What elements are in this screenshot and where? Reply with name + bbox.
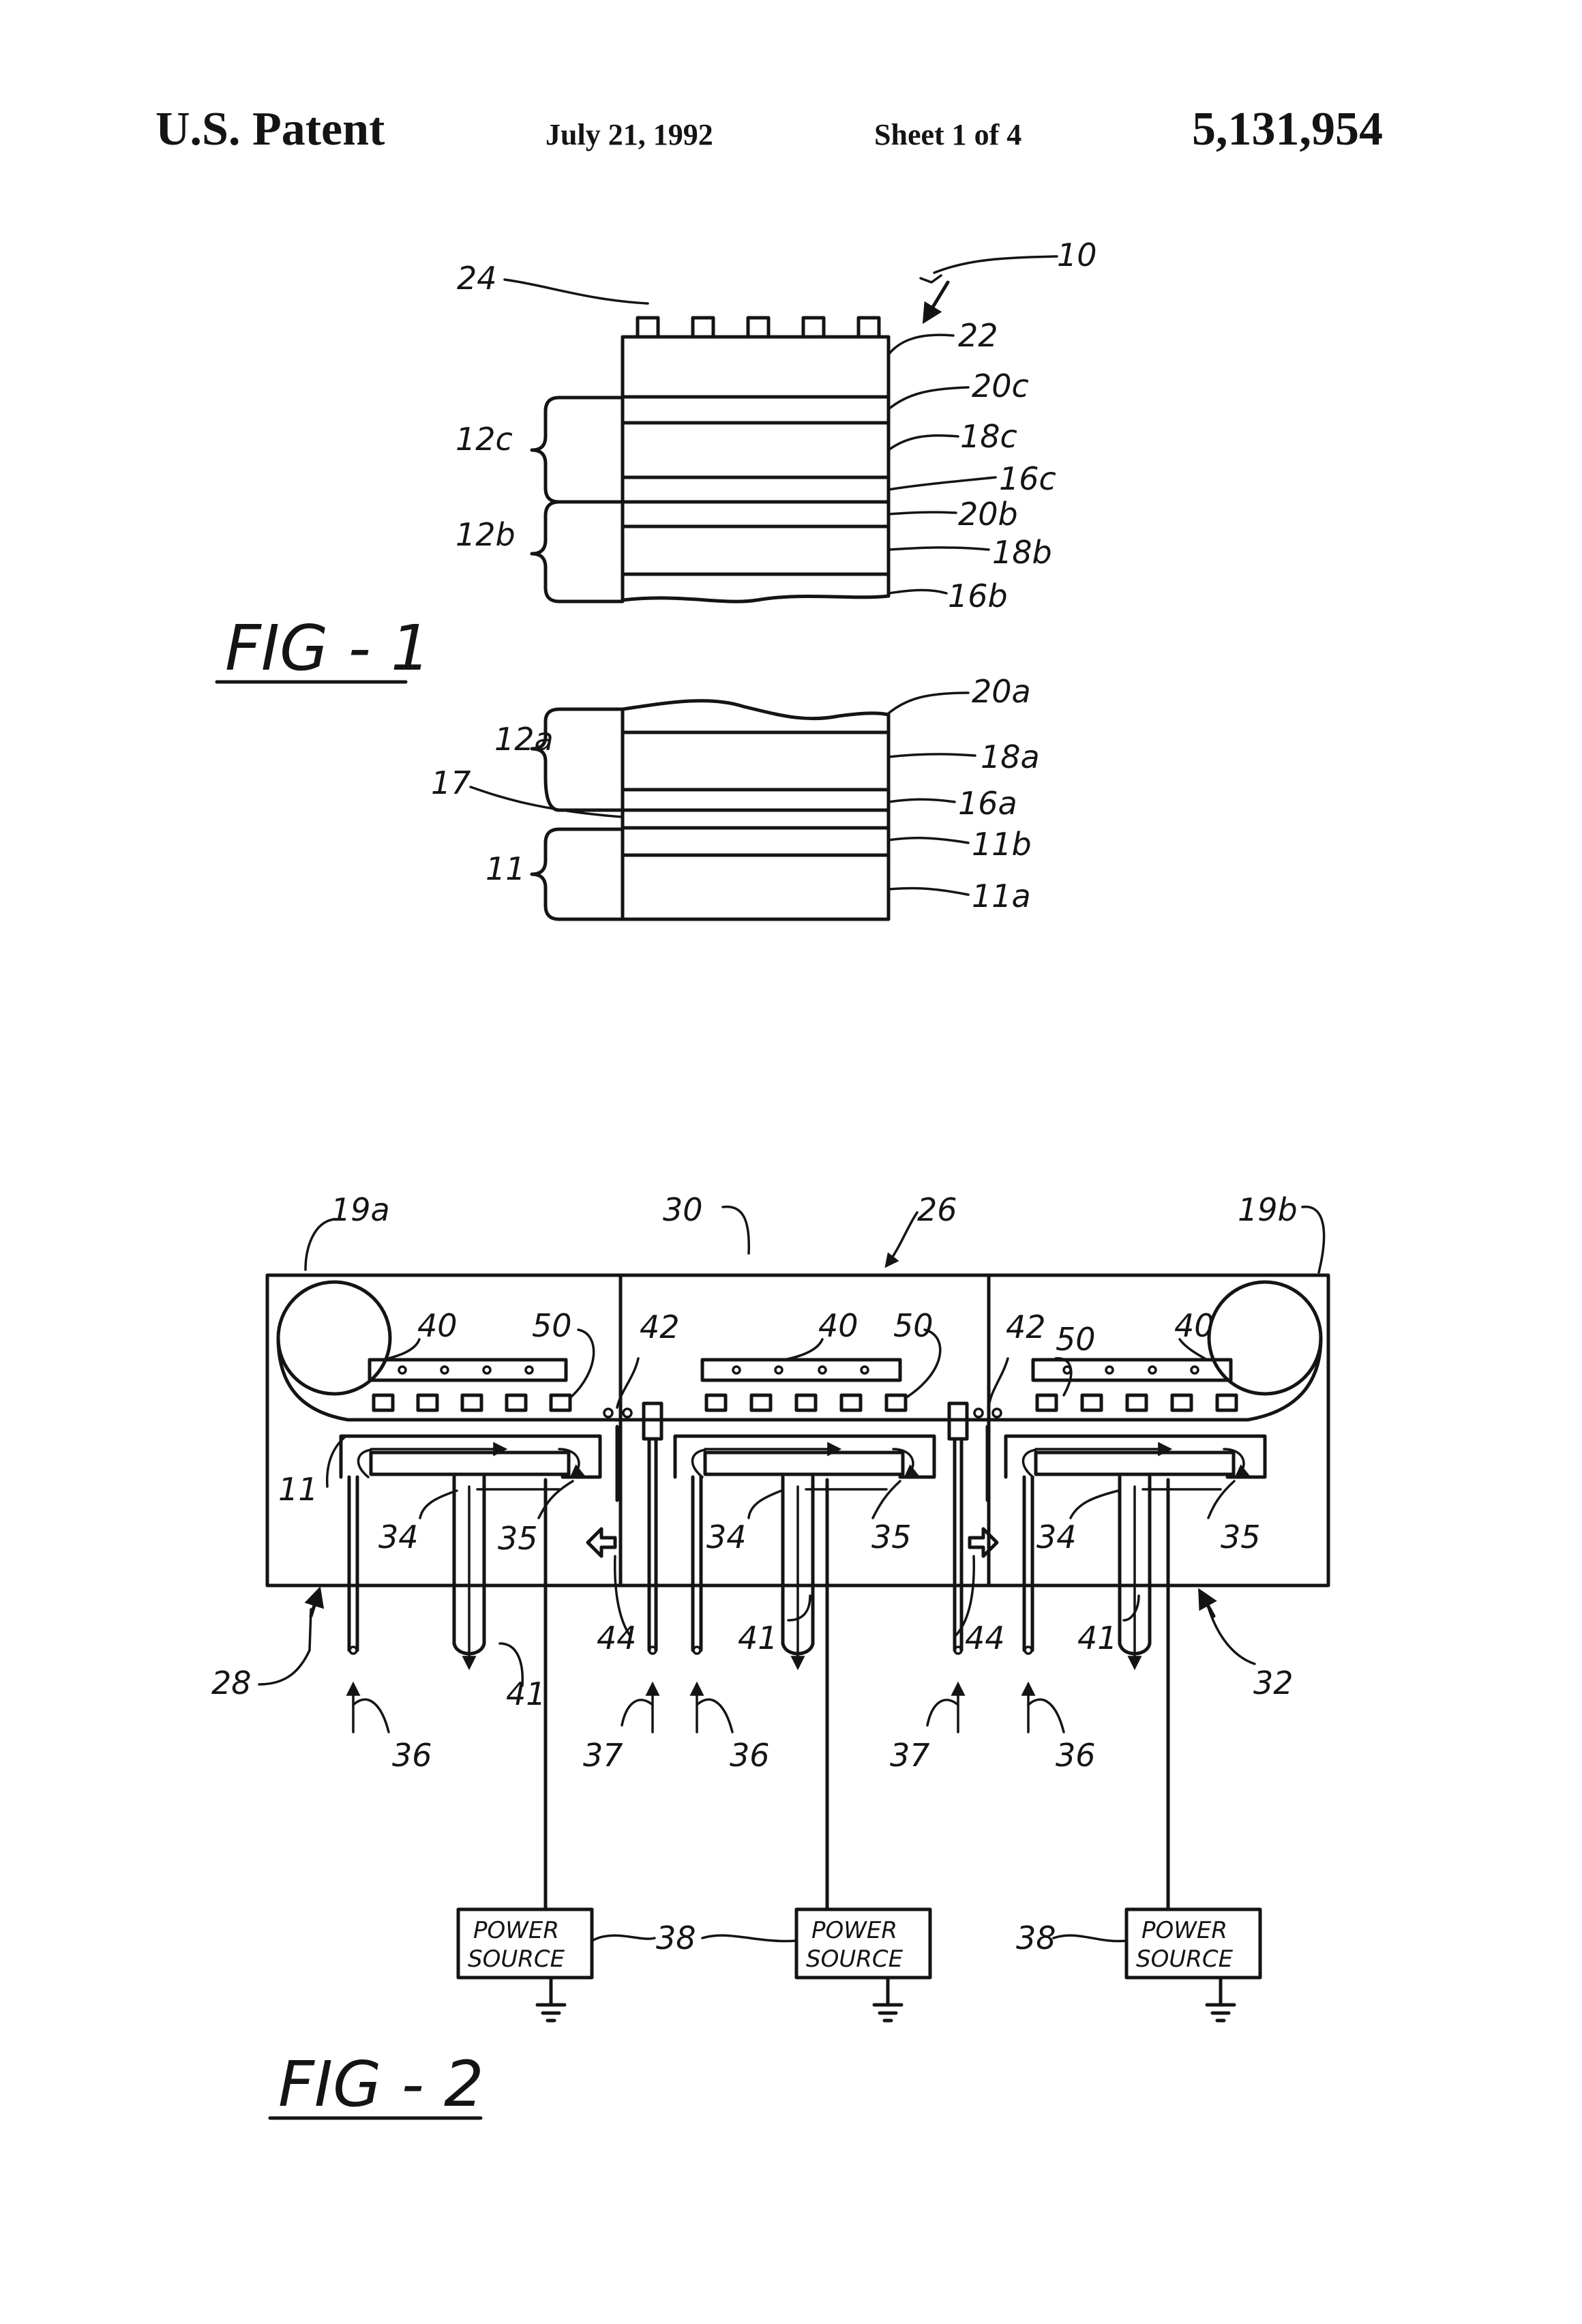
chamber-3-cathode xyxy=(1006,1436,1265,1909)
label-44: 44 xyxy=(965,1620,1005,1656)
label-24: 24 xyxy=(457,260,497,297)
label-40: 40 xyxy=(818,1307,859,1344)
label-12b: 12b xyxy=(456,516,516,553)
contact-pad xyxy=(859,318,879,337)
power-source-3: POWER SOURCE xyxy=(1126,1909,1260,2021)
fig2-caption: FIG - 2 xyxy=(270,2048,484,2121)
label-50: 50 xyxy=(893,1307,934,1344)
label-34: 34 xyxy=(706,1519,747,1555)
label-36: 36 xyxy=(730,1737,770,1774)
fig1-caption: FIG - 1 xyxy=(217,612,431,685)
gate-valves xyxy=(604,1409,1001,1500)
label-10: 10 xyxy=(1057,237,1097,273)
label-37: 37 xyxy=(583,1737,623,1774)
patent-number: 5,131,954 xyxy=(1192,103,1383,155)
sheet-number: Sheet 1 of 4 xyxy=(874,118,1021,151)
label-42: 42 xyxy=(640,1309,680,1345)
label-11: 11 xyxy=(486,850,526,887)
power-source-1: POWER SOURCE xyxy=(458,1909,592,2021)
fig1-caption-text: FIG - 1 xyxy=(225,612,431,685)
label-20a: 20a xyxy=(972,673,1031,710)
label-11b: 11b xyxy=(972,826,1032,863)
label-40: 40 xyxy=(417,1307,458,1344)
label-42: 42 xyxy=(1006,1309,1046,1345)
patent-office-title: U.S. Patent xyxy=(155,103,385,155)
label-35: 35 xyxy=(498,1520,538,1557)
issue-date: July 21, 1992 xyxy=(546,118,713,151)
label-34: 34 xyxy=(378,1519,419,1555)
figure-1: 10 24 22 20c 18c 16c 20b 18b 16b 12c 12b… xyxy=(217,237,1097,919)
label-20c: 20c xyxy=(972,368,1029,404)
label-41: 41 xyxy=(506,1675,546,1712)
label-41: 41 xyxy=(1077,1620,1118,1656)
label-12a: 12a xyxy=(494,721,554,758)
contact-pad xyxy=(803,318,824,337)
label-16c: 16c xyxy=(999,460,1056,497)
label-38: 38 xyxy=(656,1920,696,1956)
label-11: 11 xyxy=(278,1471,318,1508)
label-18a: 18a xyxy=(981,739,1040,775)
power-source-line1: POWER xyxy=(473,1917,559,1944)
label-28: 28 xyxy=(211,1665,252,1701)
label-38: 38 xyxy=(1016,1920,1056,1956)
label-32: 32 xyxy=(1253,1665,1294,1701)
chamber-2-sources xyxy=(702,1360,906,1410)
label-36: 36 xyxy=(392,1737,432,1774)
fig1-upper-stack xyxy=(623,318,889,601)
label-17: 17 xyxy=(431,764,471,801)
label-18c: 18c xyxy=(960,418,1017,455)
contact-pad xyxy=(638,318,658,337)
label-26: 26 xyxy=(917,1191,957,1228)
power-source-line2: SOURCE xyxy=(806,1946,904,1973)
label-16a: 16a xyxy=(958,785,1017,822)
fig1-braces xyxy=(532,398,623,919)
takeup-roll xyxy=(1209,1282,1321,1394)
power-source-2: POWER SOURCE xyxy=(796,1909,930,2021)
contact-pad xyxy=(748,318,768,337)
chamber-2-cathode xyxy=(675,1436,934,1909)
figure-2: POWER SOURCE POWER SOURCE POWER SOURCE xyxy=(211,1191,1328,2121)
fig2-caption-text: FIG - 2 xyxy=(278,2048,484,2121)
label-30: 30 xyxy=(663,1191,703,1228)
inlet-arrows xyxy=(353,1684,1064,1732)
chamber-1-cathode xyxy=(341,1436,600,1909)
chamber-3-sources xyxy=(1033,1360,1236,1410)
power-source-line1: POWER xyxy=(1141,1917,1227,1944)
label-19a: 19a xyxy=(331,1191,390,1228)
power-source-line2: SOURCE xyxy=(468,1946,565,1973)
label-44: 44 xyxy=(597,1620,637,1656)
contact-pad xyxy=(693,318,713,337)
power-source-line2: SOURCE xyxy=(1136,1946,1234,1973)
sheet-header: U.S. Patent July 21, 1992 Sheet 1 of 4 5… xyxy=(155,103,1383,155)
payoff-roll xyxy=(278,1282,390,1394)
label-16b: 16b xyxy=(948,578,1008,614)
label-37: 37 xyxy=(890,1737,930,1774)
label-36: 36 xyxy=(1056,1737,1096,1774)
label-22: 22 xyxy=(958,317,998,354)
label-18b: 18b xyxy=(992,534,1052,571)
label-40: 40 xyxy=(1174,1307,1214,1344)
label-35: 35 xyxy=(1221,1519,1261,1555)
label-50: 50 xyxy=(1056,1321,1096,1358)
label-41: 41 xyxy=(738,1620,778,1656)
fig1-lower-stack xyxy=(623,701,889,919)
power-source-line1: POWER xyxy=(811,1917,897,1944)
label-11a: 11a xyxy=(972,878,1031,914)
label-34: 34 xyxy=(1036,1519,1077,1555)
label-35: 35 xyxy=(871,1519,912,1555)
label-12c: 12c xyxy=(456,421,513,458)
label-20b: 20b xyxy=(958,496,1018,533)
label-19b: 19b xyxy=(1238,1191,1298,1228)
label-50: 50 xyxy=(532,1307,572,1344)
chamber-1-sources xyxy=(370,1360,570,1410)
